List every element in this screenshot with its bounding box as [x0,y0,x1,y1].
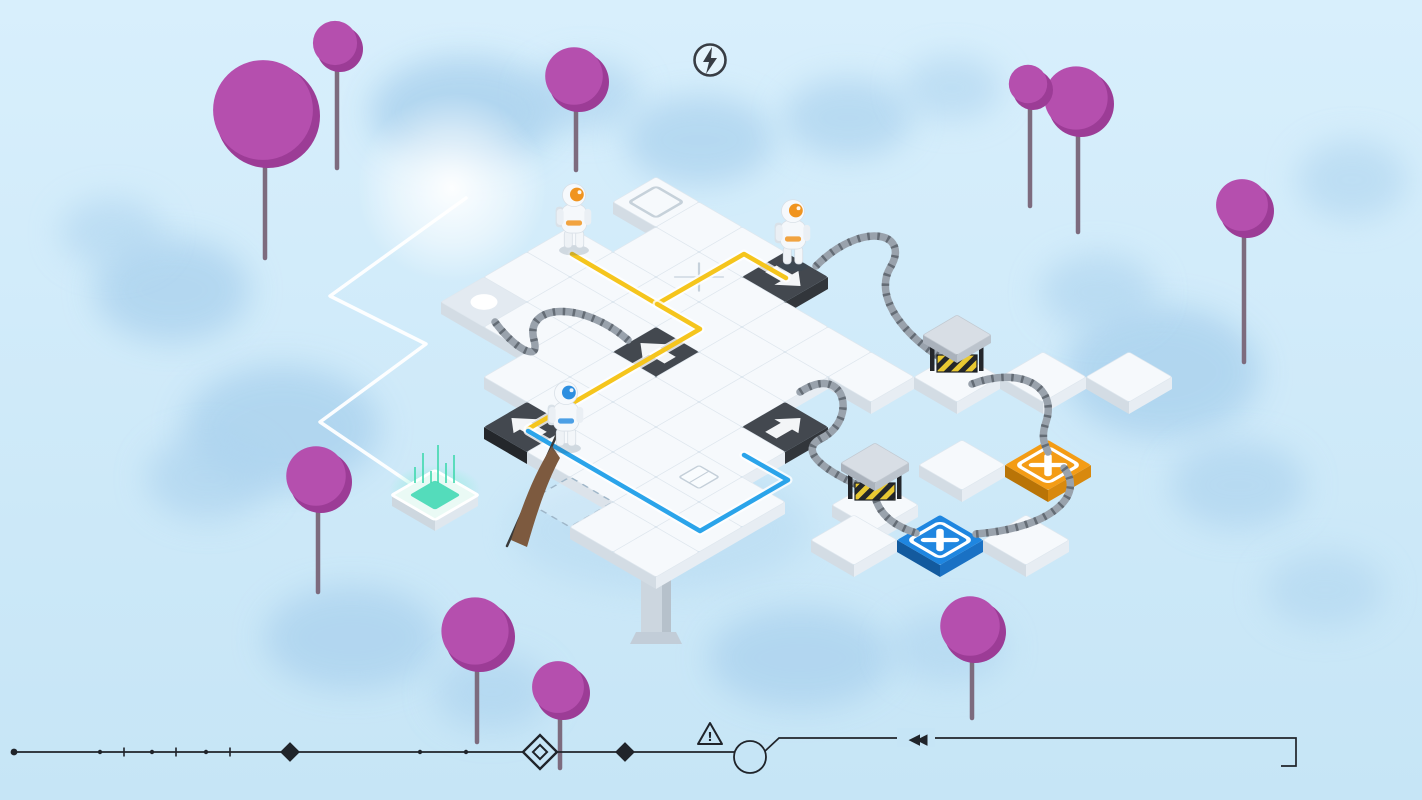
svg-text:!: ! [707,730,712,744]
cloud-blob [1297,140,1407,220]
visor [569,187,584,202]
floor-tile [811,515,897,577]
cable-blue-button-loop [972,464,1074,538]
pressure-button-blue[interactable] [897,515,983,577]
pylon-cap [923,315,991,363]
cloud-blob [1170,441,1306,529]
timeline-track[interactable] [12,737,1297,767]
floor-tile [914,352,1000,414]
pylon-platform [841,443,909,501]
balloon-tree [312,20,363,171]
pylon-platform [923,315,991,373]
flag-cloth [511,446,560,547]
balloon-tree [545,47,609,173]
x-cross-symbol [1028,453,1068,477]
cloud-blob [708,608,892,708]
balloon-tree [1008,64,1053,209]
hud-layer: ! ◀◀ [10,43,1297,774]
pylon-cap [841,443,909,491]
balloon-tree [286,446,352,595]
balloon-tree [1044,66,1114,235]
route-yellow-1 [525,301,703,432]
timeline-dot [10,748,18,756]
cloud-blob [60,198,164,266]
cable-pylon2-to-blue-button [872,496,920,537]
banner-flag [505,430,560,548]
cloud-blob [625,95,775,185]
cable-platform-to-pylon2 [796,379,868,492]
timeline-dot-small [417,749,423,755]
balloon-tree [441,597,515,745]
cloud-blob [264,586,440,690]
sun-glow [357,93,547,283]
route-yellow-0 [569,251,789,307]
cable-arrowtile-to-pylon1 [812,232,948,364]
cable-arrowtile-to-holetile [491,307,632,356]
balloon-tree [940,596,1006,721]
visor [788,203,803,218]
balloon-tree [532,661,590,771]
floor-tile [1086,352,1172,414]
cloud-blob [783,78,913,158]
floor-tile [919,440,1005,502]
timeline-dot-small [463,749,469,755]
timeline-checkpoint-diamond[interactable] [615,742,635,762]
floor-tile [1000,352,1086,414]
timeline-checkpoint-diamond[interactable] [280,742,300,762]
timer-icon[interactable] [693,43,727,77]
cloud-blob [94,238,250,342]
cloud-blob [902,56,1002,120]
astronaut-orange-1[interactable] [555,183,592,256]
balloon-tree [213,60,320,261]
x-cross-symbol [920,528,960,552]
route-blue-0 [525,428,791,534]
goal-portal-tile [389,445,481,531]
decoration-layer [213,20,1274,771]
timeline-scrubber[interactable] [733,740,767,774]
ghost-tile-outline [527,477,613,527]
cloud-blob [434,654,550,730]
balloon-tree [1216,179,1274,365]
timeline-current-checkpoint[interactable] [521,733,559,771]
timeline-dot-small [149,749,155,755]
warning-icon: ! [697,722,723,745]
astronaut-blue[interactable] [547,381,584,454]
astronaut-orange-2[interactable] [774,199,811,272]
puzzle-layer [389,177,1172,644]
cable-pylon1-to-orange-button [968,373,1052,456]
cloud-blob [146,436,270,520]
rewind-button[interactable]: ◀◀ [897,728,935,748]
timeline-dot-small [203,749,209,755]
timeline-dot-small [97,749,103,755]
cloud-blob [1265,552,1385,628]
visor [561,385,576,400]
cloud-blob [1040,254,1156,330]
lightning-bolt-icon [703,47,717,74]
light-zigzag [318,196,468,496]
floor-tile [613,527,699,589]
